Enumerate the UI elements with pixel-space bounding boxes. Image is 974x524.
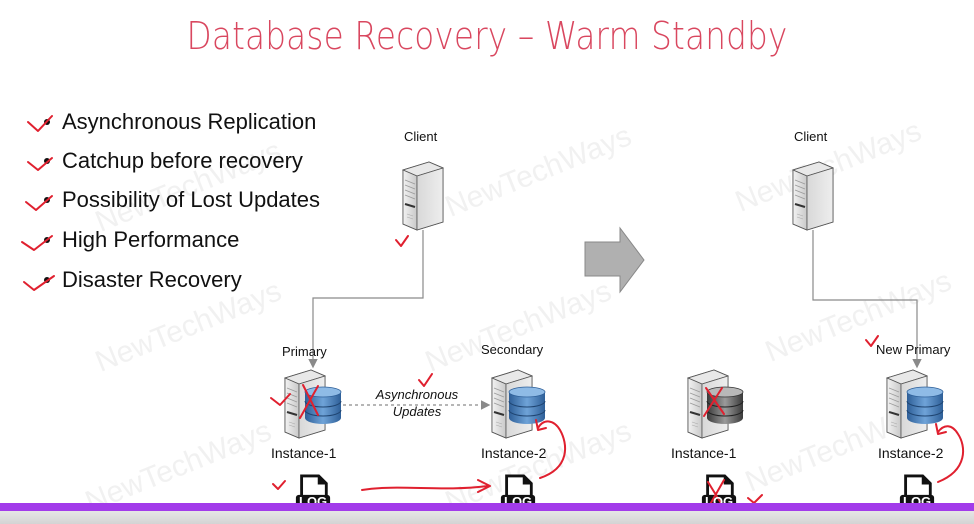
async-label-line: Updates [392, 404, 442, 419]
log-replay-arrow-icon [935, 423, 965, 483]
bottom-accent-bar [0, 503, 974, 511]
checkmark-icon [27, 157, 53, 171]
bullet-item: High Performance [44, 222, 239, 258]
checkmark-icon [272, 480, 286, 490]
transition-arrow-icon [584, 226, 645, 294]
client-label: Client [794, 129, 828, 144]
secondary-database-icon [508, 386, 546, 425]
bullet-item: Catchup before recovery [44, 143, 303, 179]
bottom-footer [0, 511, 974, 524]
checkmark-icon [27, 115, 53, 132]
new-primary-label: New Primary [876, 342, 951, 357]
new-primary-database-icon [906, 386, 944, 425]
checkmark-icon [21, 235, 53, 251]
slide-title: Database Recovery – Warm Standby [186, 14, 788, 58]
checkmark-icon [23, 275, 55, 291]
bullet-text: Catchup before recovery [62, 148, 303, 173]
bullet-item: Possibility of Lost Updates [44, 182, 320, 218]
failed-database-icon [706, 386, 744, 425]
bullet-text: Disaster Recovery [62, 267, 242, 292]
client-to-new-primary-connector [812, 230, 922, 369]
bullet-text: Possibility of Lost Updates [62, 187, 321, 212]
client-label: Client [404, 129, 438, 144]
instance-1-label: Instance-1 [271, 445, 337, 461]
cross-icon [299, 384, 319, 419]
instance-1-label: Instance-1 [671, 445, 737, 461]
primary-label: Primary [282, 344, 327, 359]
bullet-text: Asynchronous Replication [62, 109, 317, 134]
client-server-icon [402, 161, 444, 231]
checkmark-icon [865, 335, 879, 347]
instance-2-label: Instance-2 [481, 445, 547, 461]
checkmark-icon [747, 494, 763, 504]
instance-2-label: Instance-2 [878, 445, 944, 461]
cross-icon [703, 387, 725, 417]
secondary-label: Secondary [481, 342, 544, 357]
primary-database-icon [304, 386, 342, 425]
checkmark-icon [395, 235, 409, 247]
checkmark-icon [25, 195, 53, 211]
log-replay-arrow-icon [535, 419, 567, 479]
checkmark-icon [418, 373, 433, 387]
client-to-primary-connector [308, 230, 424, 369]
async-label-line: Asynchronous [375, 387, 459, 402]
bullet-item: Asynchronous Replication [44, 104, 316, 140]
checkmark-icon [270, 393, 291, 406]
async-updates-label: Asynchronous Updates [370, 386, 464, 420]
client-server-icon [792, 161, 834, 231]
bullet-text: High Performance [62, 227, 240, 252]
log-ship-arrow-icon [361, 479, 491, 493]
